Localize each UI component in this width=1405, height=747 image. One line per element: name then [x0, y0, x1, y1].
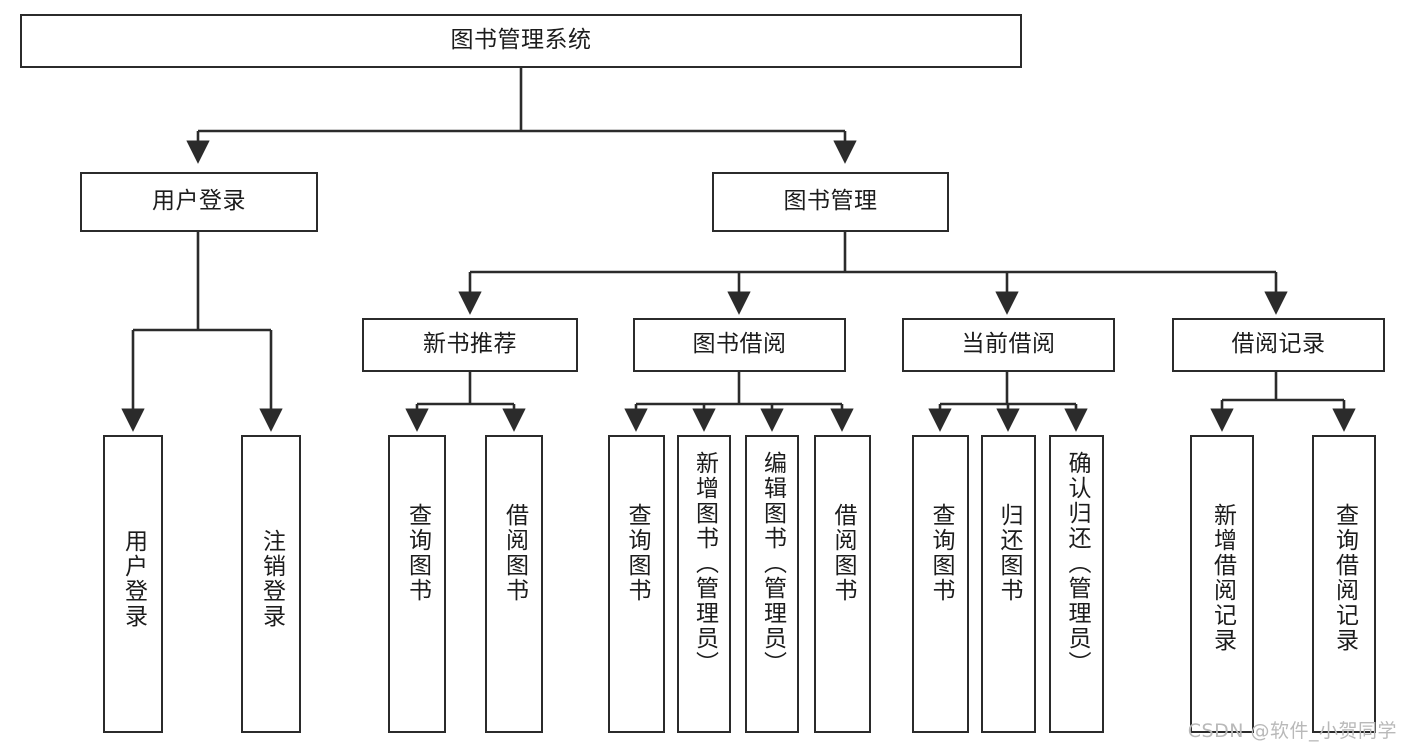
node-current-borrow[interactable]: 当前借阅 [902, 318, 1115, 372]
node-label: 借阅图书 [830, 503, 856, 603]
leaf-borrow-book[interactable]: 借阅图书 [814, 435, 871, 733]
node-root-system[interactable]: 图书管理系统 [20, 14, 1022, 68]
leaf-confirm-return[interactable]: 确认归还（管理员） [1049, 435, 1104, 733]
node-borrow-record[interactable]: 借阅记录 [1172, 318, 1385, 372]
node-label: 查询借阅记录 [1331, 503, 1358, 653]
leaf-user-login[interactable]: 用户登录 [103, 435, 163, 733]
leaf-add-borrow-record[interactable]: 新增借阅记录 [1190, 435, 1254, 733]
node-book-borrow[interactable]: 图书借阅 [633, 318, 846, 372]
node-label: 图书借阅 [692, 331, 787, 358]
node-label: 当前借阅 [961, 331, 1056, 358]
leaf-query-book-recommend[interactable]: 查询图书 [388, 435, 446, 733]
leaf-borrow-book-recommend[interactable]: 借阅图书 [485, 435, 543, 733]
leaf-logout-login[interactable]: 注销登录 [241, 435, 301, 733]
node-label: 图书管理 [783, 188, 878, 215]
node-label: 查询图书 [404, 503, 431, 603]
node-new-book-recommend[interactable]: 新书推荐 [362, 318, 578, 372]
node-user-login[interactable]: 用户登录 [80, 172, 318, 232]
node-label: 注销登录 [258, 529, 285, 629]
node-label: 新增图书（管理员） [691, 451, 718, 676]
node-label: 确认归还（管理员） [1064, 451, 1090, 676]
node-label: 归还图书 [996, 503, 1022, 603]
node-book-management[interactable]: 图书管理 [712, 172, 949, 232]
node-label: 新增借阅记录 [1209, 503, 1236, 653]
node-label: 借阅图书 [501, 503, 528, 603]
leaf-add-book[interactable]: 新增图书（管理员） [677, 435, 731, 733]
leaf-query-book-current[interactable]: 查询图书 [912, 435, 969, 733]
node-label: 借阅记录 [1231, 331, 1326, 358]
leaf-query-borrow-record[interactable]: 查询借阅记录 [1312, 435, 1376, 733]
node-label: 查询图书 [624, 503, 650, 603]
leaf-return-book[interactable]: 归还图书 [981, 435, 1036, 733]
node-label: 图书管理系统 [450, 27, 592, 54]
csdn-watermark: CSDN @软件_小贺同学 [1187, 720, 1397, 742]
node-label: 编辑图书（管理员） [759, 451, 786, 676]
leaf-edit-book[interactable]: 编辑图书（管理员） [745, 435, 799, 733]
node-label: 用户登录 [152, 188, 246, 215]
node-label: 用户登录 [120, 529, 147, 629]
node-label: 新书推荐 [423, 331, 517, 358]
node-label: 查询图书 [928, 503, 954, 603]
leaf-query-book-borrow[interactable]: 查询图书 [608, 435, 665, 733]
